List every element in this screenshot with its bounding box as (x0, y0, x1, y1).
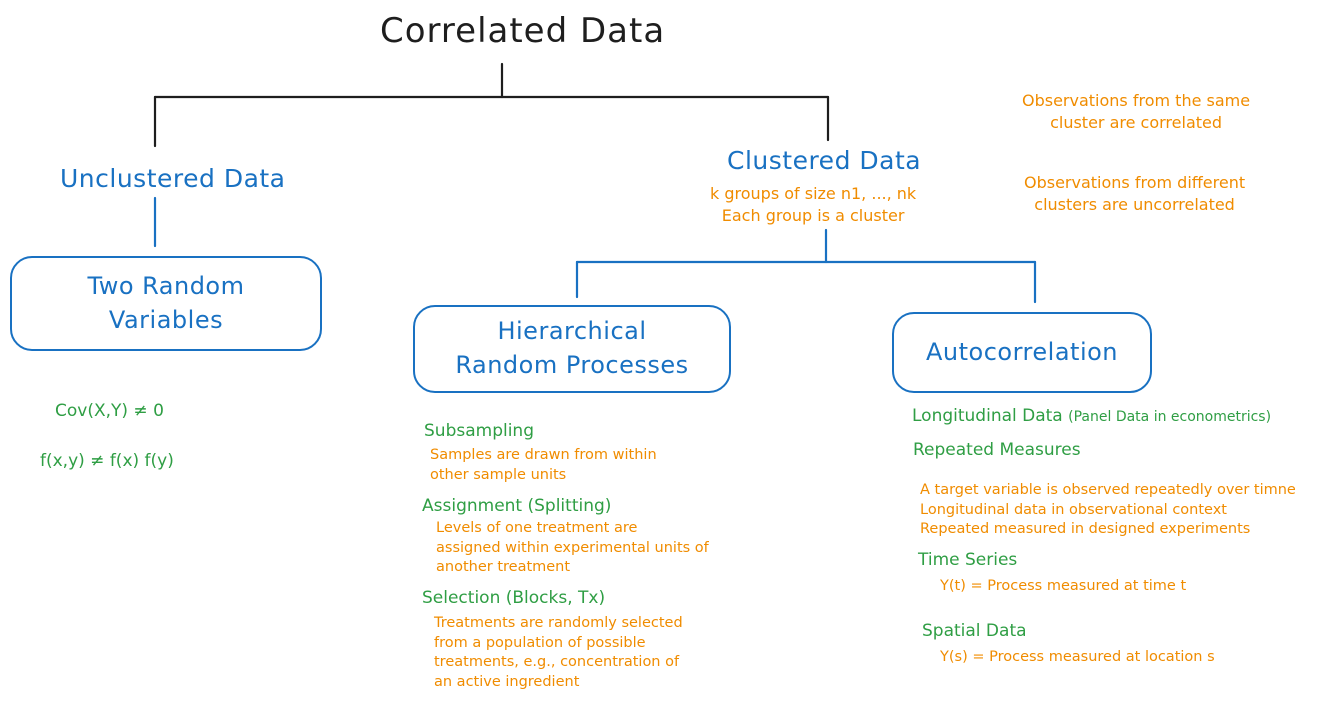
desc-line: A target variable is observed repeatedly… (920, 482, 1296, 498)
subtitle-line: k groups of size n1, ..., nk (710, 184, 917, 203)
spatial-data-label: Spatial Data (922, 621, 1027, 641)
note-line: cluster are correlated (1050, 113, 1223, 133)
note-line: Observations from different (1024, 173, 1246, 192)
desc-line: assigned within experimental units of (436, 539, 709, 556)
spatial-data-description: Y(s) = Process measured at location s (940, 649, 1215, 665)
desc-line: Levels of one treatment are (436, 520, 638, 536)
covariance-formula: Cov(X,Y) ≠ 0 (55, 401, 164, 421)
time-series-label: Time Series (918, 550, 1018, 570)
clustered-subtitle: k groups of size n1, ..., nk Each group … (710, 183, 916, 228)
assignment-description: Levels of one treatment are assigned wit… (436, 519, 709, 578)
selection-description: Treatments are randomly selected from a … (434, 614, 683, 692)
repeated-measures-description: A target variable is observed repeatedly… (920, 481, 1296, 540)
note-line: Observations from the same (1022, 91, 1251, 110)
assignment-label: Assignment (Splitting) (422, 496, 612, 516)
subsampling-description: Samples are drawn from within other samp… (430, 446, 657, 485)
same-cluster-note: Observations from the same cluster are c… (1022, 90, 1250, 135)
desc-line: another treatment (436, 559, 571, 576)
box-line: Hierarchical (497, 317, 647, 346)
desc-line: treatments, e.g., concentration of (434, 654, 680, 671)
selection-label: Selection (Blocks, Tx) (422, 588, 606, 608)
box-line: Random Processes (455, 351, 689, 379)
box-line: Two Random (87, 271, 245, 300)
clustered-heading: Clustered Data (727, 146, 922, 175)
desc-line: Longitudinal data in observational conte… (920, 501, 1227, 518)
repeated-measures-label: Repeated Measures (913, 440, 1081, 460)
desc-line: Repeated measured in designed experiment… (920, 521, 1251, 538)
density-formula: f(x,y) ≠ f(x) f(y) (40, 451, 174, 471)
desc-line: Treatments are randomly selected (434, 615, 683, 631)
two-random-variables-box: Two Random Variables (10, 256, 322, 351)
desc-line: from a population of possible (434, 634, 646, 651)
note-line: clusters are uncorrelated (1034, 195, 1235, 215)
unclustered-heading: Unclustered Data (60, 164, 286, 193)
diagram-title: Correlated Data (380, 11, 666, 51)
desc-line: an active ingredient (434, 673, 580, 690)
longitudinal-note: (Panel Data in econometrics) (1068, 409, 1272, 425)
hierarchical-random-processes-box: Hierarchical Random Processes (413, 305, 731, 393)
autocorrelation-box: Autocorrelation (892, 312, 1152, 393)
desc-line: other sample units (430, 466, 567, 483)
box-line: Autocorrelation (926, 337, 1118, 366)
different-cluster-note: Observations from different clusters are… (1024, 172, 1245, 217)
time-series-description: Y(t) = Process measured at time t (940, 578, 1187, 594)
longitudinal-title: Longitudinal Data (912, 406, 1063, 426)
desc-line: Samples are drawn from within (430, 447, 657, 463)
longitudinal-data-label: Longitudinal Data (Panel Data in econome… (912, 408, 1271, 425)
subtitle-line: Each group is a cluster (721, 206, 905, 226)
box-line: Variables (108, 305, 224, 334)
subsampling-label: Subsampling (424, 421, 534, 441)
